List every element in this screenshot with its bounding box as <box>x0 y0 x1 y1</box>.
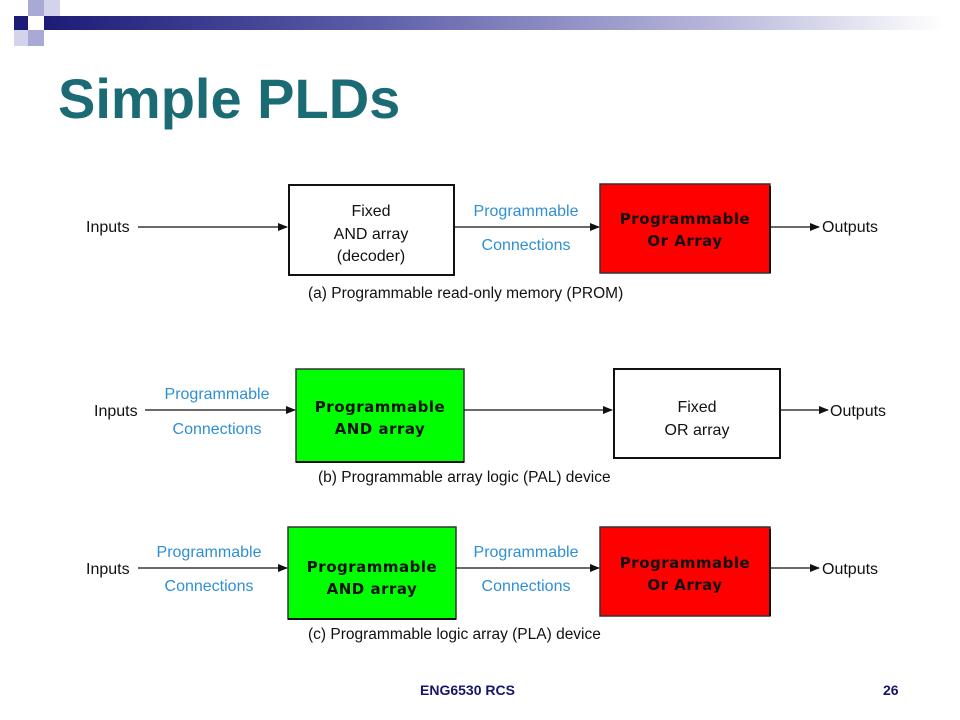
block-line: Or Array <box>647 576 722 594</box>
outputs-label: Outputs <box>830 403 886 420</box>
header-gradient-bar <box>44 16 944 30</box>
block-line: Programmable <box>620 210 750 228</box>
block-line: Programmable <box>620 554 750 572</box>
diagram-caption: (c) Programmable logic array (PLA) devic… <box>308 626 601 643</box>
block-line: Fixed <box>351 203 390 220</box>
connection-label: Programmable <box>165 386 270 403</box>
inputs-label: Inputs <box>94 403 138 420</box>
corner-square-lavender <box>14 30 28 46</box>
diagram-caption: (b) Programmable array logic (PAL) devic… <box>318 469 611 486</box>
connection-label: Connections <box>482 578 571 595</box>
diagram-pla: Inputs Programmable Connections Programm… <box>86 526 878 643</box>
fixed-or-array-box <box>613 368 781 459</box>
block-line: (decoder) <box>337 248 405 265</box>
connection-label: Connections <box>482 237 571 254</box>
block-line: OR array <box>665 422 730 439</box>
block-line: AND array <box>327 580 418 598</box>
programmable-and-array-box <box>287 526 457 620</box>
corner-square-navy <box>14 16 28 30</box>
page-number: 26 <box>883 682 899 698</box>
block-line: AND array <box>334 226 409 243</box>
block-line: Fixed <box>677 399 716 416</box>
outputs-label: Outputs <box>822 561 878 578</box>
diagram-caption: (a) Programmable read-only memory (PROM) <box>308 285 623 302</box>
footer-course: ENG6530 RCS <box>420 682 515 698</box>
inputs-label: Inputs <box>86 219 130 236</box>
connection-label: Programmable <box>157 544 262 561</box>
outputs-label: Outputs <box>822 219 878 236</box>
connection-label: Connections <box>173 421 262 438</box>
block-line: AND array <box>335 420 426 438</box>
fixed-and-array-box <box>288 184 455 276</box>
programmable-or-array-box <box>599 183 771 274</box>
connection-label: Programmable <box>474 544 579 561</box>
corner-square-lavender <box>44 0 60 16</box>
diagram-pal: Inputs Programmable Connections Programm… <box>94 368 886 486</box>
block-line: Or Array <box>647 232 722 250</box>
block-line: Programmable <box>315 398 445 416</box>
programmable-and-array-box <box>295 368 465 463</box>
page-title: Simple PLDs <box>58 67 401 130</box>
inputs-label: Inputs <box>86 561 130 578</box>
corner-square-lavender <box>28 0 44 16</box>
connection-label: Connections <box>165 578 254 595</box>
connection-label: Programmable <box>474 203 579 220</box>
block-line: Programmable <box>307 558 437 576</box>
corner-square-lavender <box>28 30 44 46</box>
diagram-prom: Inputs Fixed AND array (decoder) Program… <box>86 183 878 302</box>
